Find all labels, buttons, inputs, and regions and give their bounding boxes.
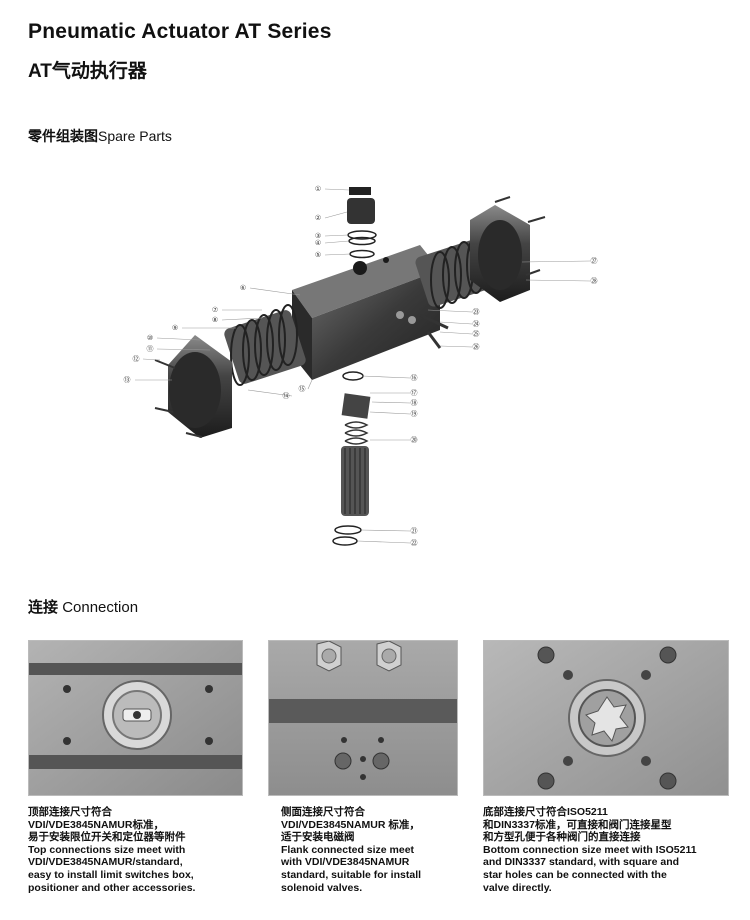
part-callout-21: ㉑ [411,527,418,535]
part-callout-25: ㉕ [473,330,480,338]
left-end-cap [154,335,232,438]
caption-line: VDI/VDE3845NAMUR/standard, [28,856,183,869]
part-callout-12: ⑫ [133,355,140,363]
caption-line: solenoid valves. [281,881,363,894]
part-callout-7: ⑦ [212,306,218,314]
connection-heading: 连接 Connection [28,596,138,617]
part-callout-3: ③ [315,232,321,240]
caption-line: standard, suitable for install [281,868,422,881]
left-spring-pack [224,304,306,386]
spare-parts-heading: 零件组装图Spare Parts [28,126,172,146]
bottom-connection-photo [483,640,729,796]
part-callout-5: ⑤ [315,251,321,259]
part-callout-6: ⑥ [240,284,246,292]
part-callout-13: ⑬ [124,376,131,384]
part-callout-19: ⑲ [411,410,418,418]
flank-connection-photo [268,640,458,796]
part-callout-28: ㉘ [591,277,598,285]
caption-line: 和DIN3337标准，可直接和阀门连接星型 [483,818,672,831]
part-callout-11: ⑪ [147,345,154,353]
bottom-connection-caption: 底部连接尺寸符合ISO5211 和DIN3337标准，可直接和阀门连接星型 和方… [483,806,745,894]
connection-heading-cn: 连接 [28,599,59,616]
caption-line: 侧面连接尺寸符合 [281,806,365,818]
caption-line: positioner and other accessories. [28,881,196,894]
part-callout-24: ㉔ [473,320,480,328]
caption-line: VDI/VDE3845NAMUR标准， [28,818,164,831]
side-bolts [419,313,449,349]
indicator-assembly [347,187,377,259]
part-callout-1: ① [315,185,321,193]
drive-shaft [332,371,371,546]
part-callout-23: ㉓ [473,308,480,316]
part-callout-22: ㉒ [411,539,418,547]
part-callout-15: ⑮ [299,385,306,393]
caption-line: 适于安装电磁阀 [281,831,355,844]
page-title-chinese: AT气动执行器 [28,61,147,82]
part-callout-8: ⑧ [212,316,218,324]
top-connection-photo [28,640,243,796]
spare-parts-heading-cn: 零件组装图 [28,128,98,144]
right-end-cap [470,196,546,302]
spare-parts-heading-en: Spare Parts [98,128,172,144]
caption-line: valve directly. [483,881,552,894]
caption-line: VDI/VDE3845NAMUR 标准， [281,818,420,831]
part-callout-18: ⑱ [411,399,418,407]
caption-line: 底部连接尺寸符合ISO5211 [483,806,608,818]
caption-line: star holes can be connected with the [483,868,667,881]
connection-heading-en: Connection [62,599,139,616]
caption-line: Flank connected size meet [281,843,415,856]
caption-line: Bottom connection size meet with ISO5211 [483,843,697,856]
part-callout-4: ④ [315,239,321,247]
part-callout-16: ⑯ [411,374,418,382]
part-callout-14: ⑭ [283,392,290,400]
caption-line: and DIN3337 standard, with square and [483,856,680,869]
caption-line: 易于安装限位开关和定位器等附件 [28,831,186,844]
part-callout-17: ⑰ [411,389,418,397]
caption-line: 和方型孔便于各种阀门的直接连接 [483,831,641,844]
part-callout-20: ⑳ [411,436,418,444]
part-callout-26: ㉖ [473,343,480,351]
top-connection-caption: 顶部连接尺寸符合 VDI/VDE3845NAMUR标准， 易于安装限位开关和定位… [28,806,248,894]
flank-connection-caption: 侧面连接尺寸符合 VDI/VDE3845NAMUR 标准， 适于安装电磁阀 Fl… [281,806,471,894]
caption-line: Top connections size meet with [28,843,186,856]
part-callout-9: ⑨ [172,324,178,332]
page-title: Pneumatic Actuator AT Series [28,20,332,43]
caption-line: with VDI/VDE3845NAMUR [281,856,410,869]
caption-line: easy to install limit switches box, [28,868,194,881]
part-callout-2: ② [315,214,321,222]
part-callout-10: ⑩ [147,334,153,342]
part-callout-27: ㉗ [591,257,598,265]
caption-line: 顶部连接尺寸符合 [28,806,112,818]
